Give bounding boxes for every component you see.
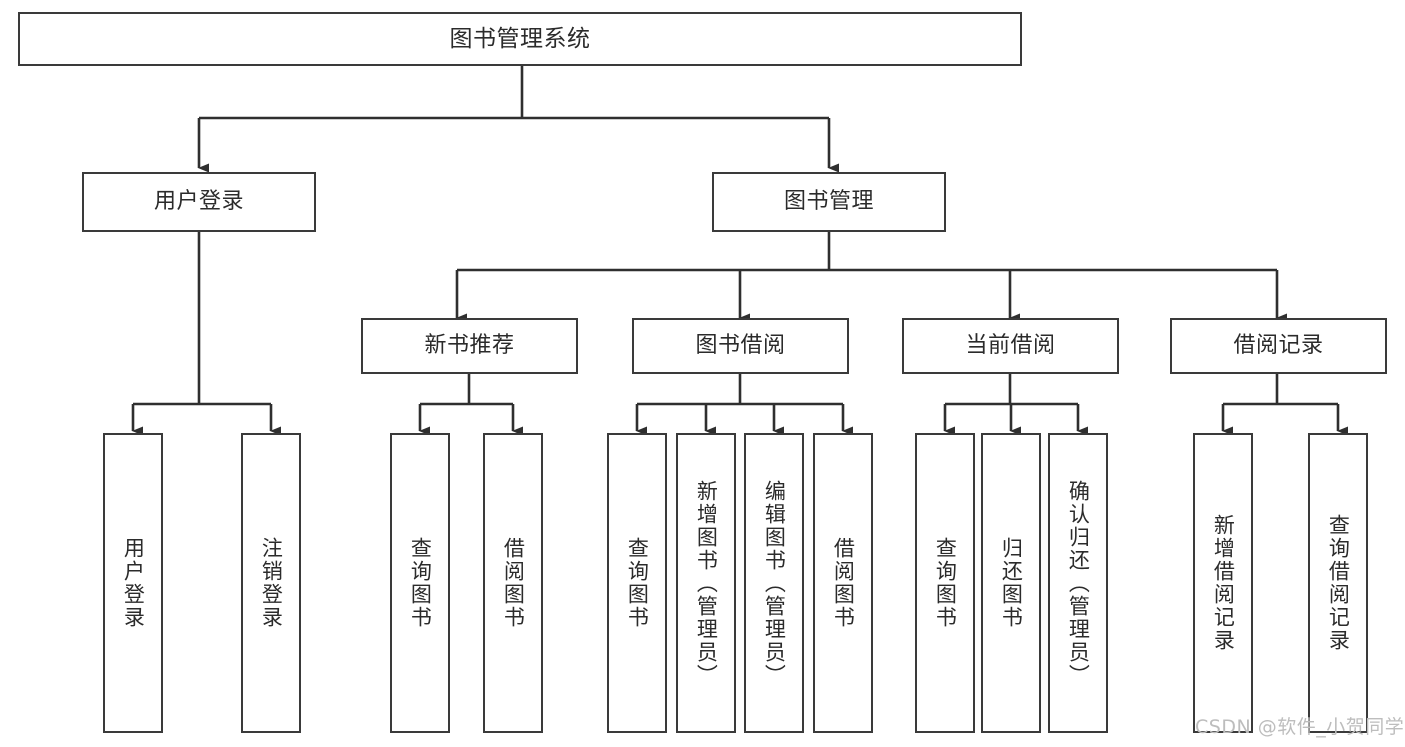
node-root-label: 图书管理系统 [449, 25, 591, 52]
node-leaf-borrow-book-1-label: 借阅图书 [501, 537, 526, 629]
node-book-borrow[interactable]: 图书借阅 [632, 318, 849, 374]
node-leaf-query-book-3-label: 查询图书 [933, 537, 958, 629]
node-borrow-record[interactable]: 借阅记录 [1170, 318, 1387, 374]
node-leaf-return-book[interactable]: 归还图书 [981, 433, 1041, 733]
node-book-borrow-label: 图书借阅 [695, 333, 786, 359]
node-new-book-rec-label: 新书推荐 [424, 333, 515, 359]
node-leaf-user-login[interactable]: 用户登录 [103, 433, 163, 733]
node-leaf-user-login-label: 用户登录 [121, 537, 146, 629]
node-leaf-logout-label: 注销登录 [259, 537, 284, 629]
node-leaf-edit-book[interactable]: 编辑图书（管理员） [744, 433, 804, 733]
node-leaf-borrow-book-2[interactable]: 借阅图书 [813, 433, 873, 733]
node-leaf-borrow-book-1[interactable]: 借阅图书 [483, 433, 543, 733]
node-leaf-query-record-label: 查询借阅记录 [1326, 514, 1351, 652]
node-leaf-query-book-3[interactable]: 查询图书 [915, 433, 975, 733]
node-root[interactable]: 图书管理系统 [18, 12, 1022, 66]
node-leaf-return-book-label: 归还图书 [999, 537, 1024, 629]
node-leaf-logout[interactable]: 注销登录 [241, 433, 301, 733]
node-user-login[interactable]: 用户登录 [82, 172, 316, 232]
node-user-login-label: 用户登录 [153, 189, 244, 215]
node-leaf-query-book-1[interactable]: 查询图书 [390, 433, 450, 733]
node-leaf-query-book-2[interactable]: 查询图书 [607, 433, 667, 733]
node-leaf-borrow-book-2-label: 借阅图书 [831, 537, 856, 629]
node-borrow-record-label: 借阅记录 [1233, 333, 1324, 359]
node-book-manage-label: 图书管理 [783, 189, 874, 215]
node-leaf-add-record[interactable]: 新增借阅记录 [1193, 433, 1253, 733]
node-leaf-confirm-return-label: 确认归还（管理员） [1066, 479, 1091, 687]
node-leaf-add-book[interactable]: 新增图书（管理员） [676, 433, 736, 733]
node-current-borrow[interactable]: 当前借阅 [902, 318, 1119, 374]
node-new-book-rec[interactable]: 新书推荐 [361, 318, 578, 374]
node-book-manage[interactable]: 图书管理 [712, 172, 946, 232]
node-leaf-query-book-1-label: 查询图书 [408, 537, 433, 629]
node-current-borrow-label: 当前借阅 [965, 333, 1056, 359]
csdn-watermark: CSDN @软件_小贺同学 [1195, 716, 1405, 738]
node-leaf-query-record[interactable]: 查询借阅记录 [1308, 433, 1368, 733]
node-leaf-add-record-label: 新增借阅记录 [1211, 514, 1236, 652]
node-leaf-edit-book-label: 编辑图书（管理员） [762, 479, 787, 687]
node-leaf-add-book-label: 新增图书（管理员） [694, 479, 719, 687]
node-leaf-confirm-return[interactable]: 确认归还（管理员） [1048, 433, 1108, 733]
node-leaf-query-book-2-label: 查询图书 [625, 537, 650, 629]
